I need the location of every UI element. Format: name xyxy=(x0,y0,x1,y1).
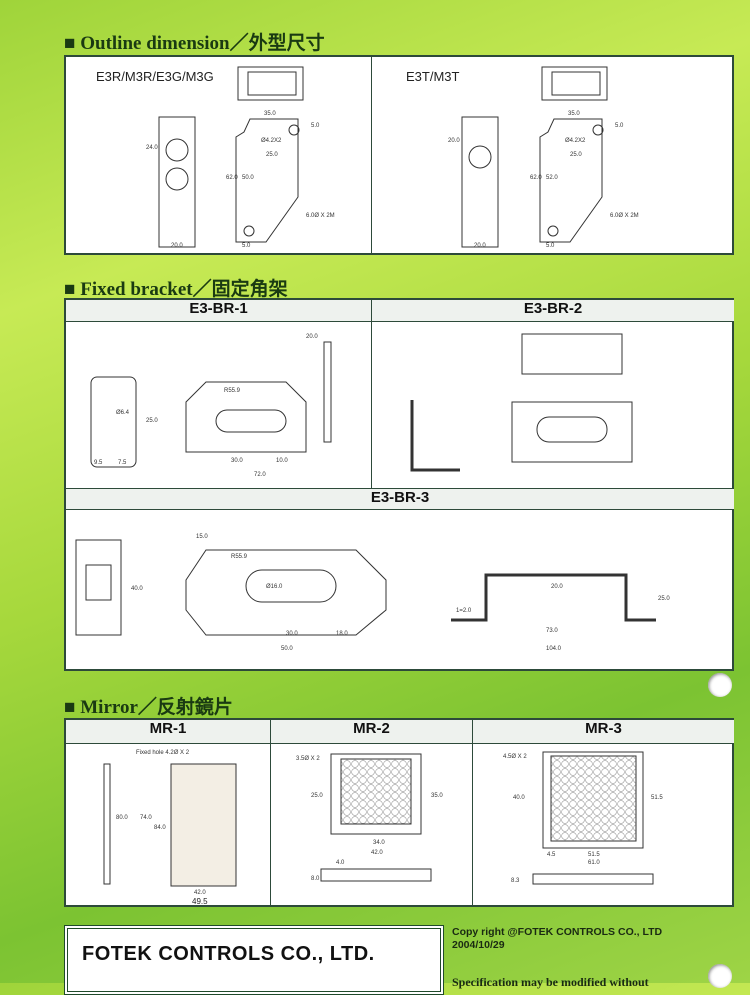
mirror-panel: MR-1 MR-2 MR-3 Fixed hole 4.2Ø X 2 80.0 … xyxy=(64,718,734,907)
bracket-2-drawing xyxy=(410,333,633,472)
dim: 52.0 xyxy=(546,175,558,181)
dim: 3.5Ø X 2 xyxy=(296,756,320,762)
company-name: FOTEK CONTROLS CO., LTD. xyxy=(82,943,375,965)
dim: 51.5 xyxy=(651,795,663,801)
mr-3-drawing: 4.5Ø X 2 40.0 51.5 4.5 51.5 61.0 8.3 xyxy=(503,751,663,885)
dim: 25.0 xyxy=(570,152,582,158)
dim: 40.0 xyxy=(131,586,143,592)
bracket-panel: E3-BR-1 E3-BR-2 E3-BR-3 20.0 R55.9 Ø6.4 … xyxy=(64,298,734,671)
dim: 10.0 xyxy=(276,458,288,464)
dim: 20.0 xyxy=(306,334,318,340)
dim: 104.0 xyxy=(546,646,562,652)
divider xyxy=(472,720,473,905)
dim: Ø4.2X2 xyxy=(261,138,282,144)
dim: 74.0 xyxy=(140,815,152,821)
dim: Ø16.0 xyxy=(266,584,283,590)
dim: 84.0 xyxy=(154,825,166,831)
dim: 5.0 xyxy=(615,123,624,129)
divider xyxy=(371,57,372,253)
dim: 9.5 xyxy=(94,460,103,466)
dim-note: Fixed hole 4.2Ø X 2 xyxy=(136,750,190,756)
dim: 20.0 xyxy=(551,584,563,590)
dim: 24.0 xyxy=(146,145,158,151)
model-label-right: E3T/M3T xyxy=(406,69,460,84)
mr-2-drawing: 3.5Ø X 2 25.0 35.0 34.0 42.0 4.0 8.0 xyxy=(296,753,443,882)
dim: 25.0 xyxy=(658,596,670,602)
dim: Ø4.2X2 xyxy=(565,138,586,144)
dim: 50.0 xyxy=(281,646,293,652)
section-title-bracket: ■ Fixed bracket／固定角架 xyxy=(64,279,288,300)
dim: 4.5 xyxy=(547,852,556,858)
dim: 4.5Ø X 2 xyxy=(503,754,527,760)
outline-drawing-left: 35.0 5.0 Ø4.2X2 25.0 24.0 62.0 50.0 20.0… xyxy=(146,66,335,249)
dim: 40.0 xyxy=(513,795,525,801)
dim: R55.9 xyxy=(231,554,248,560)
header-mr-3: MR-3 xyxy=(473,720,734,744)
dim: R55.9 xyxy=(224,388,241,394)
divider xyxy=(270,720,271,905)
dim: 34.0 xyxy=(373,840,385,846)
dim: 20.0 xyxy=(171,243,183,249)
dim: 42.0 xyxy=(194,890,206,896)
dim: 7.5 xyxy=(118,460,127,466)
dim: 50.0 xyxy=(242,175,254,181)
dim: Ø6.4 xyxy=(116,410,130,416)
dim: 6.0Ø X 2M xyxy=(306,213,335,219)
dim: 25.0 xyxy=(311,793,323,799)
header-mr-2: MR-2 xyxy=(271,720,472,744)
dim: 42.0 xyxy=(371,850,383,856)
dim: 73.0 xyxy=(546,628,558,634)
model-label-left: E3R/M3R/E3G/M3G xyxy=(96,69,214,84)
date-text: 2004/10/29 xyxy=(452,939,505,951)
dim: 18.0 xyxy=(336,631,348,637)
header-e3-br-3: E3-BR-3 xyxy=(66,488,734,510)
company-box: FOTEK CONTROLS CO., LTD. xyxy=(64,925,444,995)
dim: 30.0 xyxy=(231,458,243,464)
copyright-text: Copy right @FOTEK CONTROLS CO., LTD xyxy=(452,926,663,938)
outline-panel: E3R/M3R/E3G/M3G E3T/M3T 35.0 5.0 Ø4.2X2 … xyxy=(64,55,734,255)
dim: 35.0 xyxy=(431,793,443,799)
binder-hole xyxy=(708,964,732,988)
dim: 25.0 xyxy=(146,418,158,424)
dim: 5.0 xyxy=(311,123,320,129)
dim: 8.0 xyxy=(311,876,320,882)
dim: 49.5 xyxy=(192,897,208,906)
dim: 30.0 xyxy=(286,631,298,637)
dim: 35.0 xyxy=(264,111,276,117)
binder-hole xyxy=(708,673,732,697)
dim: 62.0 xyxy=(226,175,238,181)
dim: 15.0 xyxy=(196,534,208,540)
dim: 61.0 xyxy=(588,860,600,866)
dim: 80.0 xyxy=(116,815,128,821)
dim: 4.0 xyxy=(336,860,345,866)
dim: 5.0 xyxy=(242,243,251,249)
dim: 20.0 xyxy=(474,243,486,249)
bracket-3-drawing: 15.0 R55.9 Ø16.0 40.0 50.0 30.0 18.0 20.… xyxy=(75,534,670,652)
dim: 5.0 xyxy=(546,243,555,249)
dim: 35.0 xyxy=(568,111,580,117)
dim: 62.0 xyxy=(530,175,542,181)
bracket-1-drawing: 20.0 R55.9 Ø6.4 72.0 9.5 7.5 30.0 10.0 2… xyxy=(90,334,332,478)
dim: 6.0Ø X 2M xyxy=(610,213,639,219)
outline-drawing-right: 35.0 5.0 Ø4.2X2 25.0 20.0 62.0 52.0 20.0… xyxy=(448,66,639,249)
dim: 20.0 xyxy=(448,138,460,144)
dim: 1=2.0 xyxy=(456,608,472,614)
section-title-mirror: ■ Mirror／反射鏡片 xyxy=(64,697,233,718)
dim: 72.0 xyxy=(254,472,266,478)
dim: 8.3 xyxy=(511,878,520,884)
header-mr-1: MR-1 xyxy=(66,720,270,744)
header-e3-br-1: E3-BR-1 xyxy=(66,300,371,322)
header-e3-br-2: E3-BR-2 xyxy=(372,300,734,322)
divider xyxy=(371,300,372,489)
mr-1-drawing: Fixed hole 4.2Ø X 2 80.0 74.0 84.0 42.0 … xyxy=(103,750,237,906)
dim: 25.0 xyxy=(266,152,278,158)
section-title-outline: ■ Outline dimension／外型尺寸 xyxy=(64,33,325,54)
dim: 51.5 xyxy=(588,852,600,858)
